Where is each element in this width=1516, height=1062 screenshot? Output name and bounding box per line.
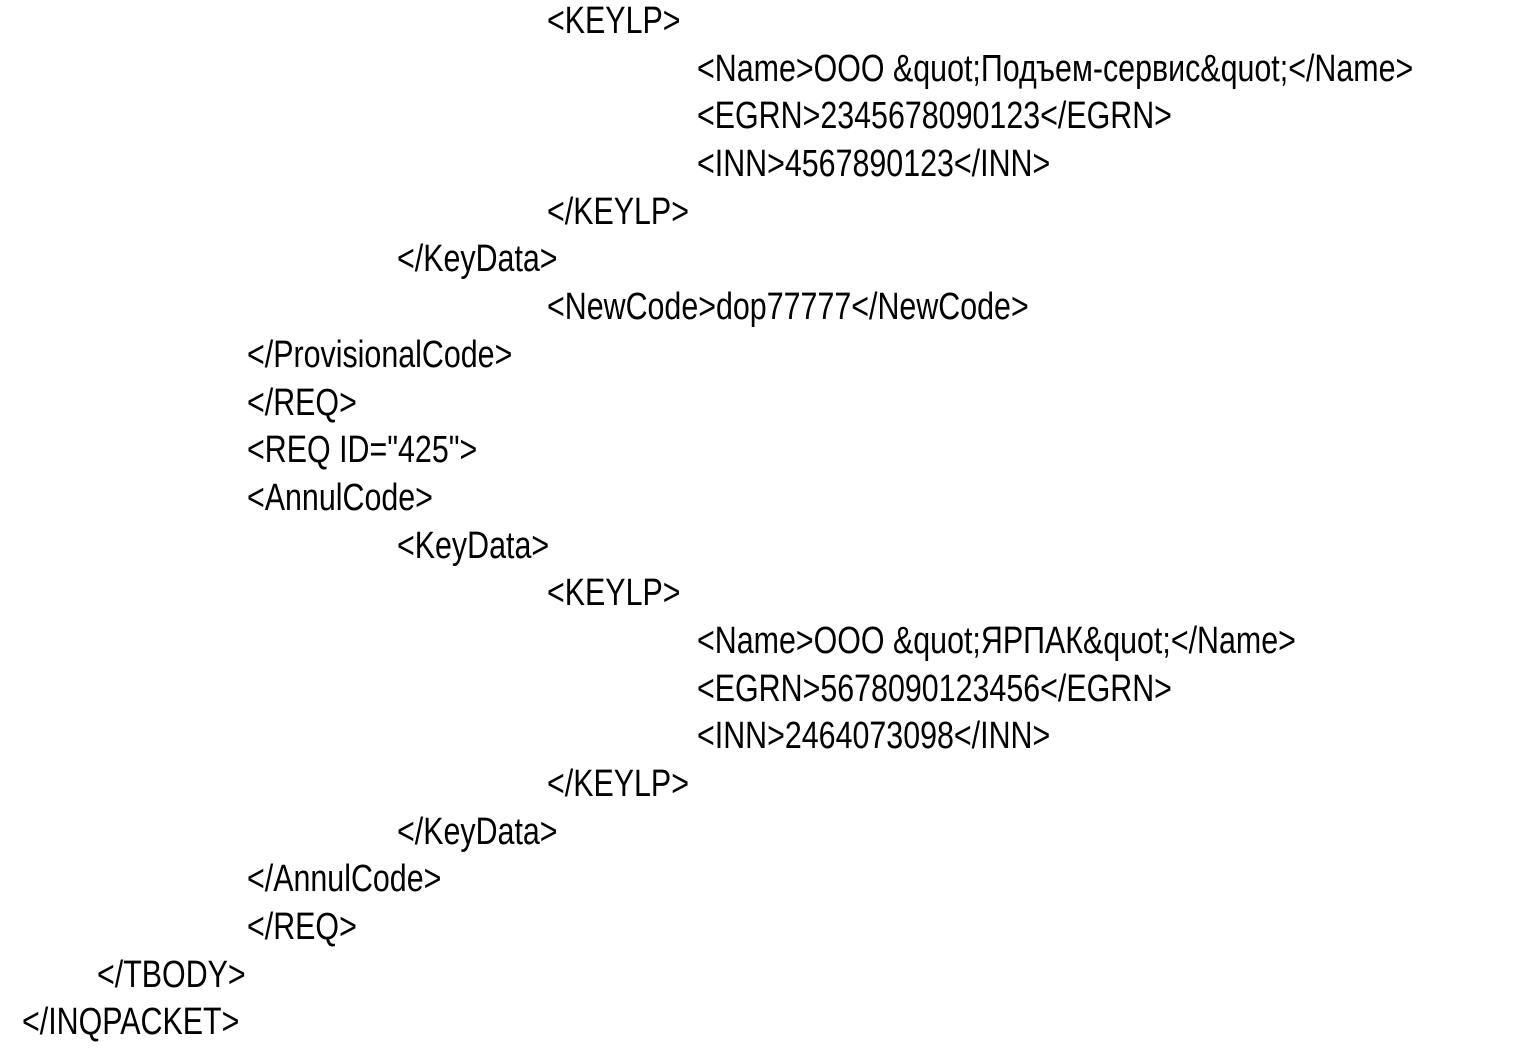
xml-line: </ProvisionalCode> bbox=[247, 333, 513, 376]
xml-line: </TBODY> bbox=[97, 953, 246, 996]
xml-line: </REQ> bbox=[247, 381, 357, 424]
xml-line: <Name>OOO &quot;Подъем-сервис&quot;</Nam… bbox=[697, 47, 1414, 90]
xml-line: <REQ ID="425"> bbox=[247, 429, 478, 472]
xml-line: <NewCode>dop77777</NewCode> bbox=[547, 286, 1029, 329]
xml-line: </AnnulCode> bbox=[247, 858, 442, 901]
xml-line: <KEYLP> bbox=[547, 0, 681, 42]
xml-line: <AnnulCode> bbox=[247, 476, 433, 519]
xml-line: <KeyData> bbox=[397, 524, 550, 567]
xml-line: </REQ> bbox=[247, 906, 357, 949]
xml-line: </KeyData> bbox=[397, 238, 558, 281]
xml-line: </INQPACKET> bbox=[22, 1001, 240, 1044]
xml-line: </KeyData> bbox=[397, 810, 558, 853]
xml-line: </KEYLP> bbox=[547, 763, 689, 805]
xml-line: <INN>2464073098</INN> bbox=[697, 715, 1051, 758]
xml-line: <INN>4567890123</INN> bbox=[697, 143, 1051, 186]
xml-line: </KEYLP> bbox=[547, 190, 689, 233]
xml-line: <KEYLP> bbox=[547, 572, 681, 615]
xml-line: <EGRN>2345678090123</EGRN> bbox=[697, 95, 1172, 138]
xml-line: <EGRN>5678090123456</EGRN> bbox=[697, 667, 1172, 710]
xml-line: <Name>OOO &quot;ЯРПАК&quot;</Name> bbox=[697, 619, 1296, 662]
